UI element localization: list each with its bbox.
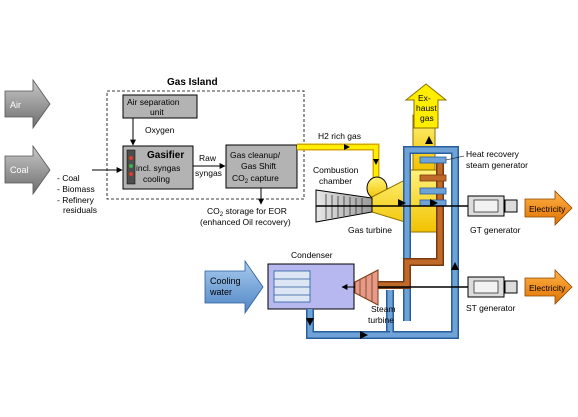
cooling-water-label-2: water (209, 287, 232, 297)
hrsg-flow-arrows (398, 136, 438, 207)
co2-storage-label: CO2 storage for EOR (207, 206, 287, 218)
steam-turbine-label-2: turbine (368, 315, 394, 325)
syngas-label: syngas (195, 168, 222, 178)
condensate-return (306, 262, 459, 339)
gt-generator (467, 195, 518, 217)
exhaust-label-2: haust (416, 103, 437, 113)
gasifier-sub-1: incl. syngas (136, 163, 180, 173)
coal-input-arrow: Coal (4, 144, 51, 196)
hrsg-label-1: Heat recovery (466, 149, 520, 159)
feedstock-biomass: - Biomass (57, 184, 95, 194)
asu-label-1: Air separation (127, 97, 180, 107)
coal-label: Coal (10, 165, 29, 175)
cleanup-label-3: CO2 capture (232, 173, 279, 185)
electricity-label-gt: Electricity (529, 204, 566, 214)
gasifier: Gasifier incl. syngas cooling (122, 145, 194, 190)
feedstock-list: - Coal - Biomass - Refinery residuals (57, 173, 97, 215)
st-generator-label: ST generator (466, 303, 516, 313)
exhaust-label-3: gas (420, 113, 434, 123)
electricity-label-st: Electricity (529, 283, 566, 293)
gas-turbine-label: Gas turbine (348, 225, 392, 235)
asu-label-2: unit (150, 107, 164, 117)
st-generator (467, 276, 518, 298)
cleanup-label-1: Gas cleanup/ (230, 150, 281, 160)
co2-eor-label: (enhanced Oil recovery) (200, 217, 291, 227)
cleanup-label-2: Gas Shift (241, 161, 277, 171)
electricity-arrow-st: Electricity (524, 269, 573, 305)
hrsg-leader (445, 155, 465, 161)
condenser-label: Condenser (291, 250, 333, 260)
air-separation-unit: Air separation unit (122, 94, 198, 119)
h2-gas-label: H2 rich gas (318, 131, 361, 141)
steam-turbine (354, 269, 379, 306)
steam-turbine-label-1: Steam (371, 304, 396, 314)
feedstock-refinery: - Refinery (57, 195, 95, 205)
condenser (267, 263, 355, 310)
feedstock-residuals: residuals (63, 205, 97, 215)
gt-generator-label: GT generator (470, 225, 521, 235)
gasifier-title: Gasifier (147, 150, 184, 161)
gas-cleanup-unit: Gas cleanup/ Gas Shift CO2 capture (225, 144, 298, 189)
h2-gas-line (297, 143, 380, 178)
air-label: Air (10, 100, 21, 110)
cooling-water-label-1: Cooling (210, 276, 241, 286)
exhaust-gas-arrow: Ex- haust gas (404, 83, 448, 129)
combustion-label-1: Combustion (313, 165, 359, 175)
gas-island-title: Gas Island (167, 77, 218, 88)
gasifier-sub-2: cooling (143, 174, 170, 184)
air-input-arrow: Air (4, 78, 51, 130)
electricity-arrow-gt: Electricity (524, 190, 573, 226)
hrsg-piping (378, 146, 459, 339)
hrsg-label-2: steam generator (466, 160, 528, 170)
combustion-label-2: chamber (319, 176, 352, 186)
feedstock-coal: - Coal (57, 173, 80, 183)
raw-label: Raw (199, 153, 217, 163)
cooling-water-arrow: Cooling water (204, 259, 264, 315)
exhaust-label-1: Ex- (418, 93, 431, 103)
oxygen-label: Oxygen (145, 125, 175, 135)
